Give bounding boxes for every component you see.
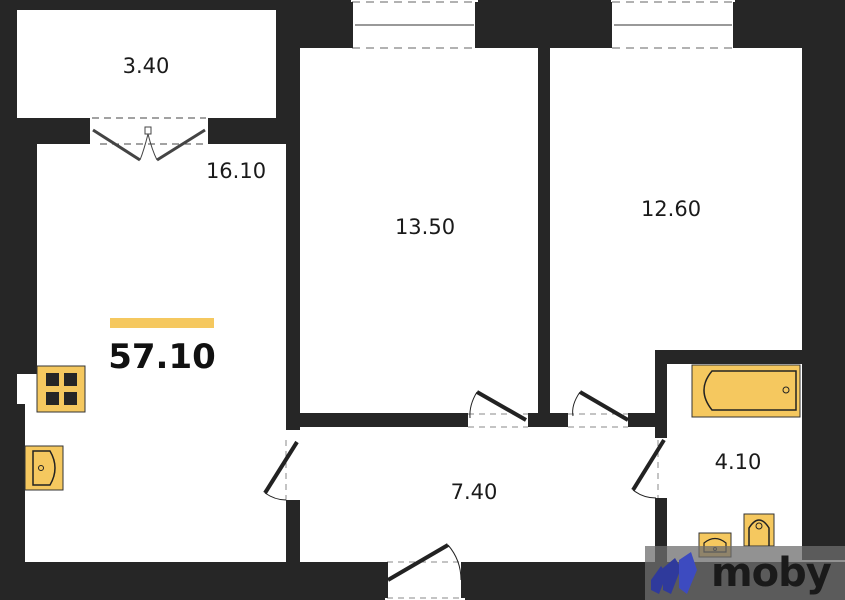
toilet-icon [743, 513, 775, 547]
balcony-door [92, 117, 206, 162]
total-area-accent-bar [110, 318, 214, 328]
brand-name: moby [711, 550, 832, 596]
window-top-1 [350, 1, 478, 49]
door-kitchen [263, 440, 299, 501]
door-bedroom-2 [568, 390, 630, 428]
stove-icon [36, 365, 86, 413]
window-top-2 [609, 1, 736, 49]
door-bedroom-1 [468, 390, 528, 428]
room-area-bedroom-1: 13.50 [394, 215, 456, 239]
door-bathroom [631, 438, 666, 499]
room-area-kitchen-living: 16.10 [205, 159, 267, 183]
bathtub-icon [691, 364, 801, 418]
room-area-hallway: 7.40 [450, 480, 498, 504]
room-area-balcony: 3.40 [122, 54, 170, 78]
entrance-door [384, 543, 465, 599]
kitchen-sink-icon [24, 445, 64, 491]
room-area-bedroom-2: 12.60 [640, 197, 702, 221]
total-area: 57.10 [108, 337, 216, 377]
room-area-bathroom: 4.10 [714, 450, 762, 474]
brand-logo: moby [645, 546, 845, 600]
moby-logo-icon [651, 552, 697, 594]
